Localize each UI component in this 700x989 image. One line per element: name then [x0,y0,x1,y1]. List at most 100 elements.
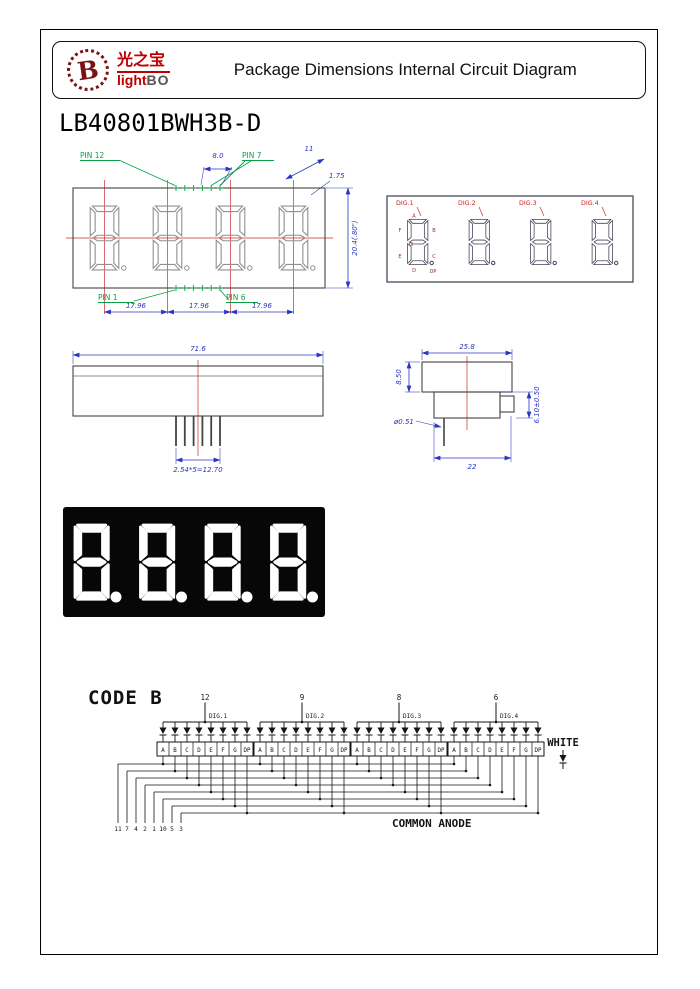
bottom-pin-number: 11 [114,826,122,833]
pin-1-label: PIN 1 [98,293,118,302]
segment-cell-label: C [185,748,189,754]
dim-11: 11 [305,145,314,153]
digit-label: DIG.2 [306,713,324,720]
package-outline [72,187,326,289]
dim-25-8: 25.8 [459,343,475,351]
led-diode-icon [498,727,506,734]
led-diode-icon [231,727,239,734]
code-b-label: CODE B [88,687,163,709]
segment-cell-label: A [355,748,359,754]
segment-cell-label: E [209,748,213,754]
dig2-label: DIG.2 [458,200,476,207]
segment-cell-label: F [221,748,225,754]
segment-diagram-outline [386,195,634,283]
led-diode-icon [207,727,215,734]
digit-label: DIG.1 [209,713,227,720]
dim-8-0: 8.0 [212,152,224,160]
segment-letters: A B C D E F G DP [398,214,436,276]
segment-cell-label: B [270,748,274,754]
lit-digits [73,523,319,603]
segment-cell-label: D [488,748,492,754]
led-diode-icon [425,727,433,734]
led-diode-icon [219,727,227,734]
logo-latin: lightBO [117,71,170,88]
segment-cell-label: DP [535,748,542,754]
segment-cell-label: D [294,748,298,754]
led-diode-icon [328,727,336,734]
display-photo-background [63,507,325,617]
logo-text: 光之宝 lightBO [117,52,170,88]
seg-a-label: A [412,214,416,220]
logo: B 光之宝 lightBO [64,46,170,94]
segment-cell-label: C [379,748,383,754]
emitting-color-label: WHITE [547,737,579,749]
side-dimensions: 71.6 2.54*5=12.70 [72,345,324,474]
bottom-pin-number: 2 [143,826,147,833]
top-pin-number: 6 [494,693,499,702]
segment-cell-label: E [500,748,504,754]
segment-diagram: DIG.1 DIG.2 DIG.3 DIG.4 A B C D E F G DP [386,195,634,283]
led-diode-icon [256,727,264,734]
segment-cell-label: G [427,748,431,754]
led-diode-icon [401,727,409,734]
profile-tab-outline [499,395,515,413]
page-title: Package Dimensions Internal Circuit Diag… [233,60,577,79]
part-number: LB40801BWH3B-D [59,109,262,137]
led-diode-icon [413,727,421,734]
led-diode-icon [268,727,276,734]
bottom-pin-number: 4 [134,826,138,833]
seg-dp-label: DP [430,269,437,275]
led-diode-icon [486,727,494,734]
segment-cell-label: B [173,748,177,754]
led-diode-icon [304,727,312,734]
segment-cell-label: C [282,748,286,754]
led-diode-icon [437,727,445,734]
pin-12-label: PIN 12 [80,151,105,160]
led-diode-icon [510,727,518,734]
led-diode-icon [534,727,542,734]
led-diode-icon [450,727,458,734]
led-diode-icon [183,727,191,734]
segment-cell-label: A [452,748,456,754]
led-diode-icon [171,727,179,734]
dim-1-75: 1.75 [329,172,345,180]
top-pin-number: 9 [300,693,305,702]
digit-outlines [407,219,619,266]
top-pin-number: 12 [200,693,209,702]
segment-cell-label: D [391,748,395,754]
junction-dot [512,797,516,801]
digit-labels: DIG.1 DIG.2 DIG.3 DIG.4 [396,200,607,217]
dim-22: 22 [468,463,477,471]
junction-dot [524,804,528,808]
segment-cell-label: DP [244,748,251,754]
segment-cell-label: G [233,748,237,754]
dim-pin-diameter: ø0.51 [393,418,414,426]
segment-cell-label: B [464,748,468,754]
front-dimensions: 8.0 11 1.75 20.4(.80") 17.96 17.96 17.96 [103,145,359,315]
logo-bo: BO [146,71,170,88]
profile-view-drawing: 25.8 8.50 ø0.51 6.10±0.50 22 [393,343,541,471]
bottom-pin-number: 10 [159,826,167,833]
dim-8-50: 8.50 [395,369,403,385]
digit-label: DIG.4 [500,713,518,720]
header: B 光之宝 lightBO Package Dimensions Interna… [52,41,646,99]
dim-pin-pitch: 2.54*5=12.70 [173,466,223,474]
led-diode-icon [389,727,397,734]
led-diode-icon [474,727,482,734]
led-diode-icon [243,727,251,734]
dim-17-96: 17.96 [189,302,210,310]
side-view-drawing: 71.6 2.54*5=12.70 [72,345,324,474]
bottom-pin-number: 7 [125,826,129,833]
seg-b-label: B [432,228,436,234]
segment-cell-label: F [415,748,419,754]
segment-cell-label: F [512,748,516,754]
logo-icon: B [64,46,112,94]
pin-position-marks [173,185,223,291]
seg-e-label: E [398,254,401,260]
segment-cell-label: E [403,748,407,754]
dig1-label: DIG.1 [396,200,414,207]
led-diode-icon [522,727,530,734]
digit-outlines [89,205,316,271]
dim-20-4: 20.4(.80") [351,220,359,256]
